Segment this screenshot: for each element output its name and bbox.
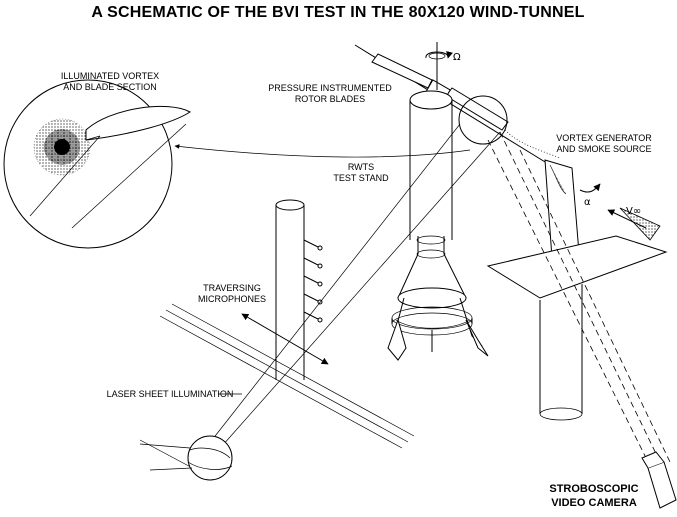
- microphone-traverse: [241, 199, 329, 380]
- video-camera: [641, 451, 677, 509]
- vortex-inset: [3, 79, 191, 249]
- rotor-label-line2: ROTOR BLADES: [295, 94, 365, 104]
- velocity-symbol: V∞: [626, 206, 641, 217]
- mics-label-line1: TRAVERSING: [203, 283, 261, 293]
- stand-label-line2: TEST STAND: [333, 173, 389, 183]
- vortex-label-line1: VORTEX GENERATOR: [556, 133, 652, 143]
- camera-label-line2: VIDEO CAMERA: [551, 497, 637, 509]
- camera-sightlines: [487, 131, 671, 471]
- traverse-rails: [139, 303, 415, 473]
- stand-label-line1: RWTS: [348, 162, 374, 172]
- rotation-symbol: Ω: [453, 52, 461, 63]
- diagram-title: A SCHEMATIC OF THE BVI TEST IN THE 80X12…: [91, 4, 584, 21]
- inset-label-line2: AND BLADE SECTION: [63, 82, 157, 92]
- angle-symbol: α: [584, 197, 591, 208]
- inset-leader-arrow: [174, 144, 471, 158]
- laser-label: LASER SHEET ILLUMINATION: [107, 389, 234, 399]
- mics-label-line2: MICROPHONES: [198, 294, 266, 304]
- rotor-label-line1: PRESSURE INSTRUMENTED: [268, 83, 392, 93]
- camera-label-line1: STROBOSCOPIC: [549, 483, 638, 495]
- vortex-generator: [486, 129, 668, 421]
- rwts-test-stand: [387, 90, 489, 361]
- laser-sheet: [139, 123, 501, 481]
- inset-label-line1: ILLUMINATED VORTEX: [61, 71, 159, 81]
- vortex-label-line2: AND SMOKE SOURCE: [556, 144, 651, 154]
